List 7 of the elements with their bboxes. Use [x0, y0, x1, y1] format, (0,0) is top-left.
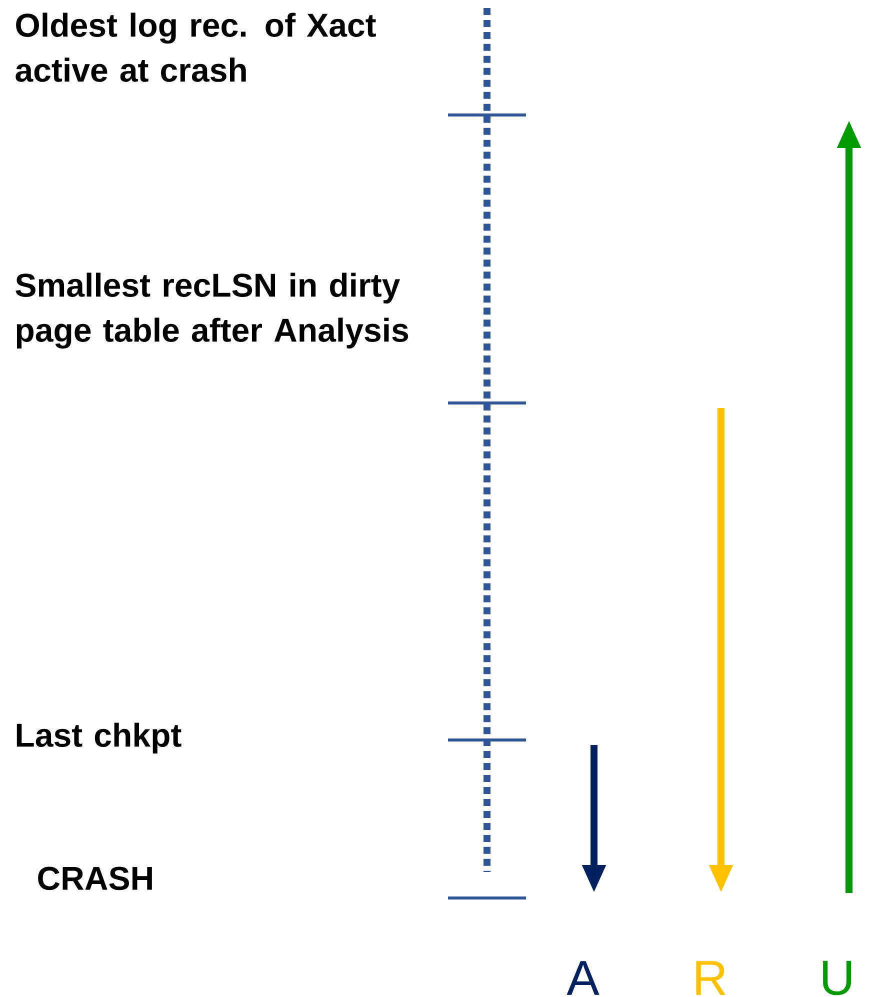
phase-letter: A — [566, 961, 600, 995]
phase-letter: U — [823, 960, 851, 996]
timeline-label: Last chkpt — [16, 722, 182, 754]
timeline-label: Oldest log rec. of Xact active at crash — [16, 12, 376, 82]
phase-letter: R — [696, 961, 726, 995]
crash-label: CRASH — [38, 866, 152, 890]
timeline-label: Smallest recLSN in dirty page table after Analysis — [16, 272, 408, 349]
